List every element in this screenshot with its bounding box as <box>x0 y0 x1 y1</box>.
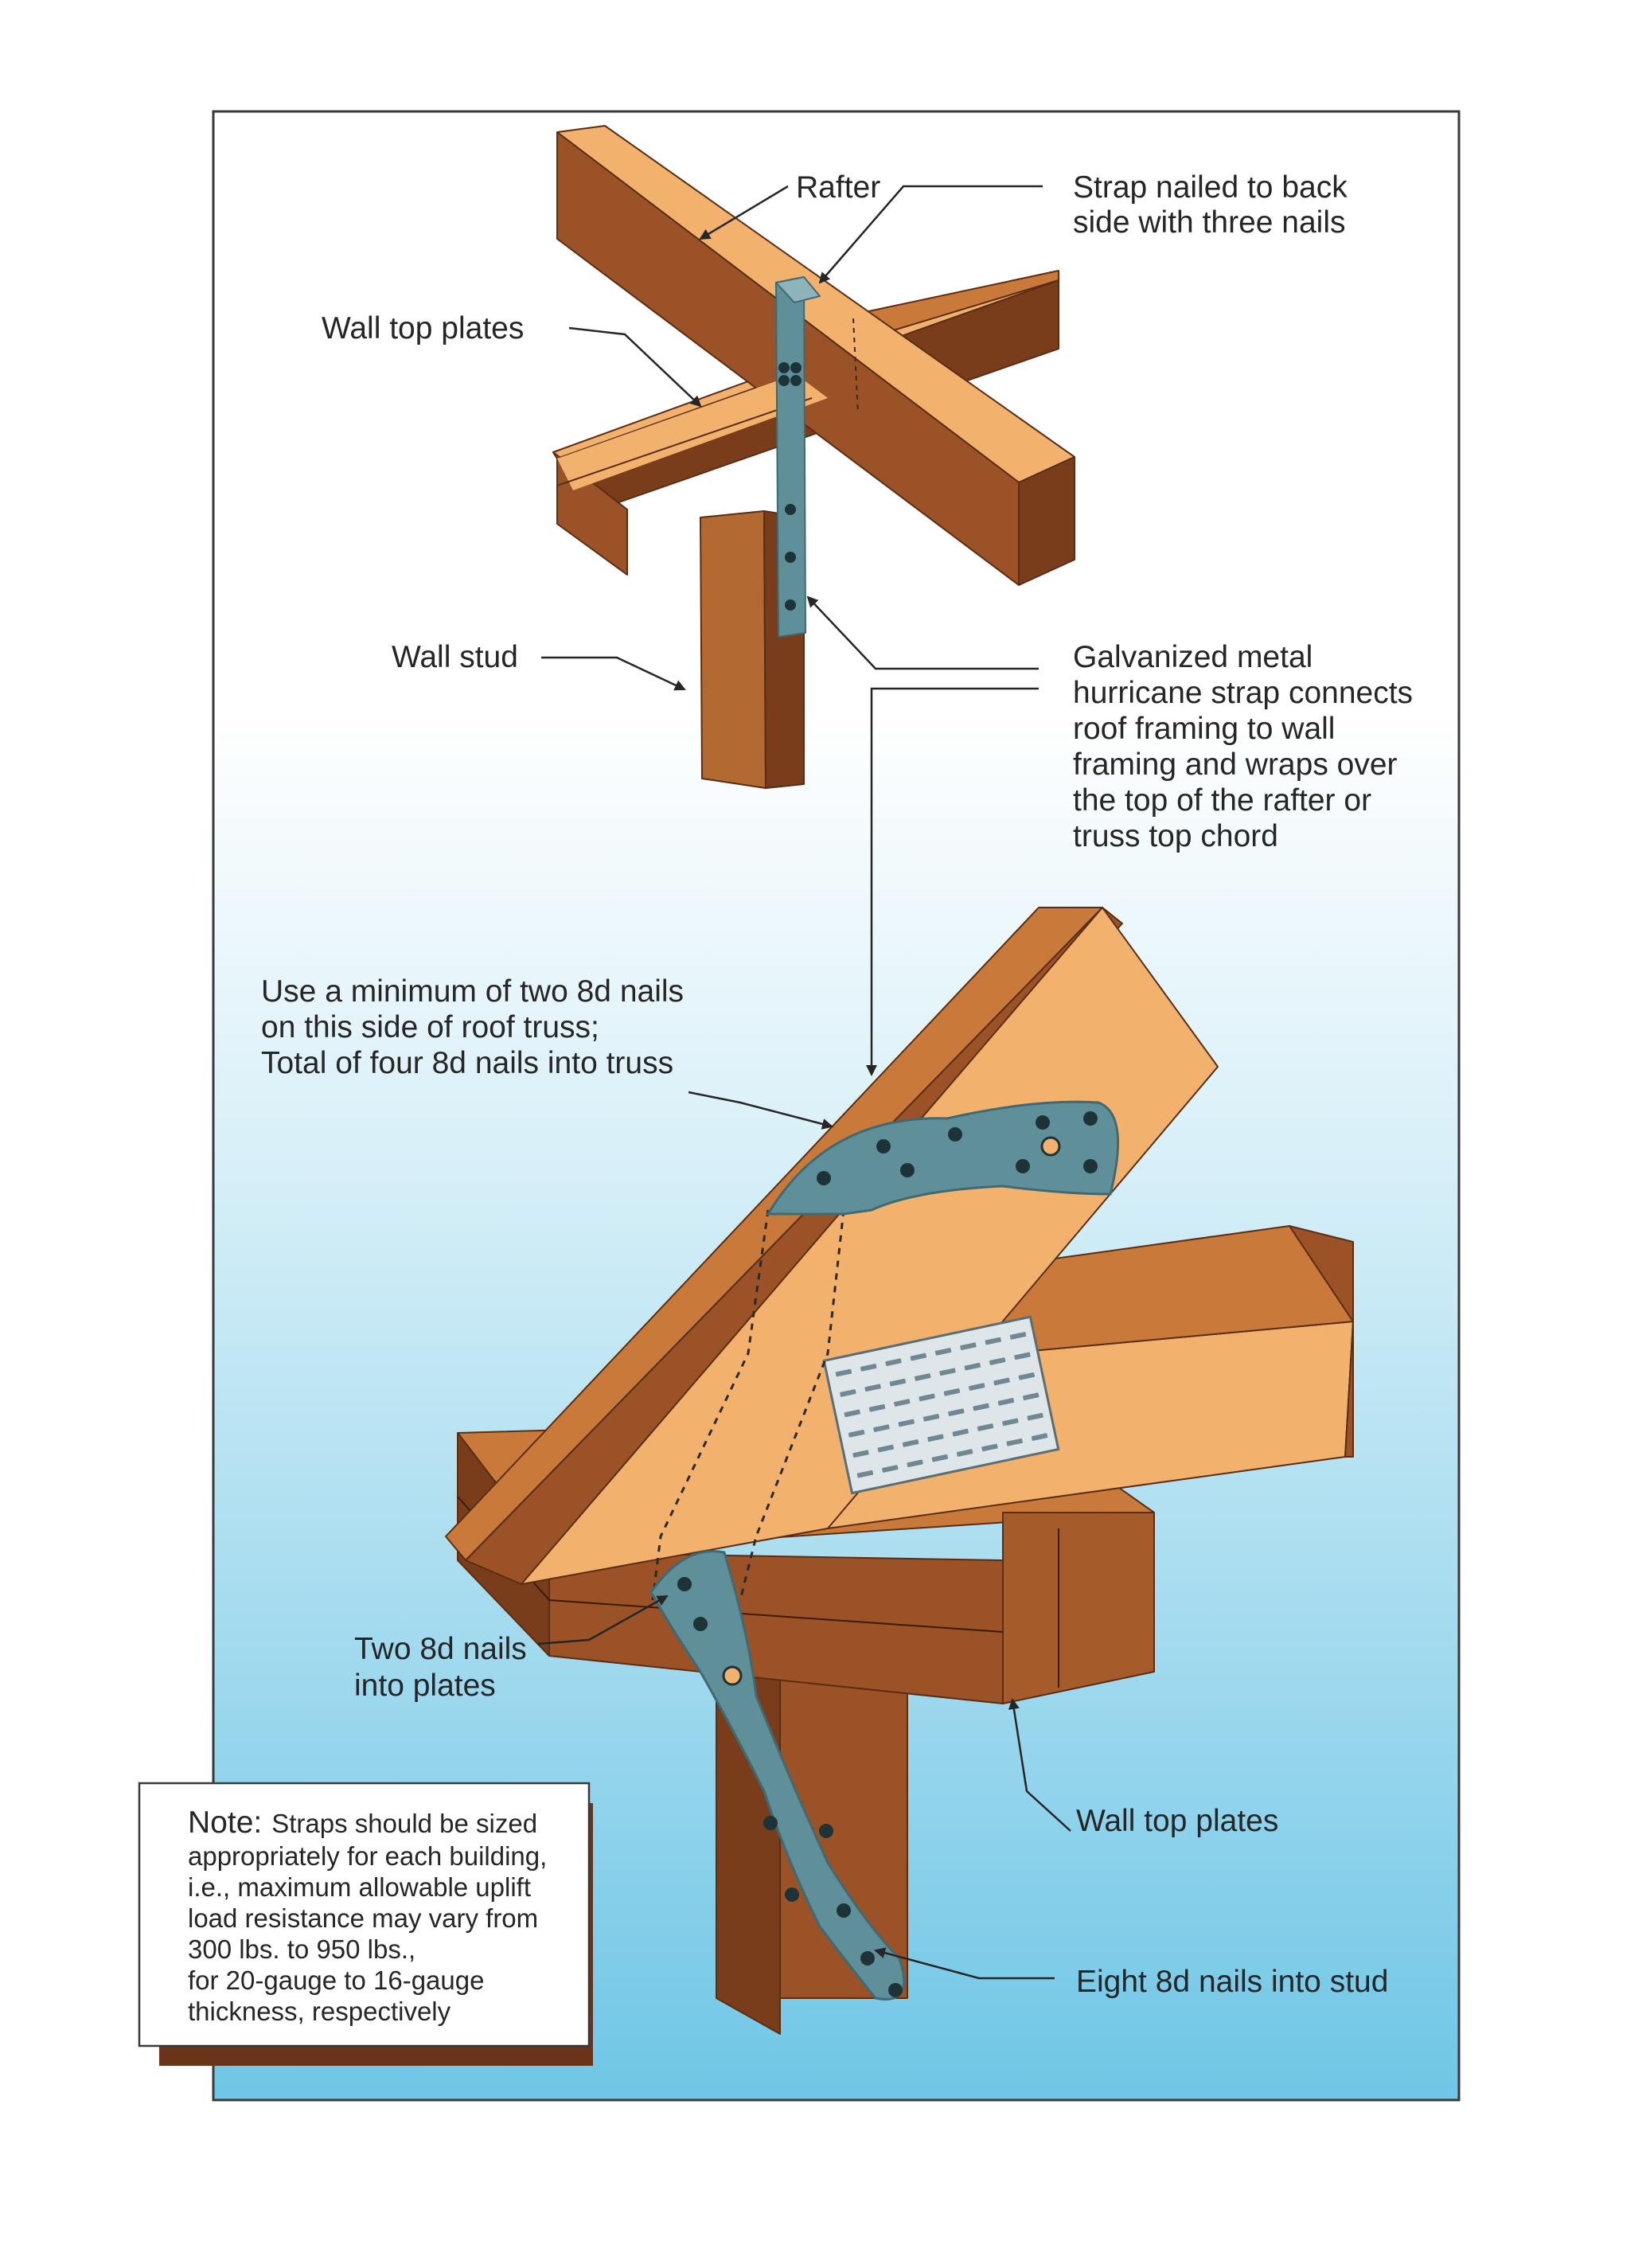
top-framing-illustration <box>552 125 1075 789</box>
label-strap-back-2: side with three nails <box>1073 205 1346 240</box>
note-box-panel <box>138 1782 591 2047</box>
label-minimum-nails-2: on this side of roof truss; <box>261 1010 599 1044</box>
bottom-chord-end <box>1289 1225 1354 1458</box>
label-eight-nails: Eight 8d nails into stud <box>1076 1965 1388 1999</box>
label-galvanized-5: the top of the rafter or <box>1073 783 1371 818</box>
label-galvanized-2: hurricane strap connects <box>1073 676 1413 710</box>
label-two-nails-1: Two 8d nails <box>354 1632 527 1666</box>
note-line-3: i.e., maximum allowable uplift <box>188 1872 531 1902</box>
top-wall-stud-front <box>700 510 766 789</box>
note-line-4: load resistance may vary from <box>188 1903 538 1933</box>
top-strap-nails <box>778 362 802 611</box>
label-strap-back-1: Strap nailed to back <box>1073 170 1348 205</box>
note-line-7: thickness, respectively <box>188 1997 451 2026</box>
label-rafter: Rafter <box>796 170 880 205</box>
top-strap-wrap <box>775 276 821 303</box>
note-line-2: appropriately for each building, <box>188 1841 547 1871</box>
bottom-top-plates-end <box>1002 1512 1155 1704</box>
label-minimum-nails-1: Use a minimum of two 8d nails <box>261 974 684 1009</box>
lower-hurricane-strap <box>649 1550 906 2001</box>
truss-gusset-plate <box>822 1315 1060 1495</box>
label-two-nails-2: into plates <box>354 1669 496 1703</box>
label-minimum-nails-3: Total of four 8d nails into truss <box>261 1046 673 1080</box>
hidden-strap-outline <box>651 1209 845 1601</box>
label-galvanized-4: framing and wraps over <box>1073 748 1398 782</box>
note-line-6: for 20-gauge to 16-gauge <box>188 1965 484 1995</box>
label-wall-top-plates-top: Wall top plates <box>322 311 524 345</box>
top-hurricane-strap <box>775 276 806 638</box>
label-wall-stud: Wall stud <box>392 640 518 674</box>
top-plates-front-cap <box>557 374 828 490</box>
note-text: Note: Straps should be sized <box>188 1805 537 1840</box>
upper-strap-nails <box>817 1111 1098 1185</box>
note-line-5: 300 lbs. to 950 lbs., <box>188 1934 415 1964</box>
bottom-framing-illustration <box>445 907 1354 2035</box>
label-galvanized-1: Galvanized metal <box>1073 640 1313 674</box>
label-galvanized-3: roof framing to wall <box>1073 712 1335 746</box>
note-box: Note: Straps should be sized appropriatel… <box>138 1782 593 2066</box>
top-rafter-end <box>1018 456 1075 586</box>
upper-hurricane-strap <box>766 1100 1120 1216</box>
label-galvanized-6: truss top chord <box>1073 819 1278 853</box>
lower-strap-nails <box>677 1577 903 1997</box>
note-line-1: Straps should be sized <box>271 1809 537 1838</box>
note-heading: Note: <box>188 1805 262 1840</box>
top-chord-top <box>445 907 1103 1561</box>
label-wall-top-plates-bottom: Wall top plates <box>1076 1804 1278 1838</box>
leader-lines <box>536 185 1071 1980</box>
